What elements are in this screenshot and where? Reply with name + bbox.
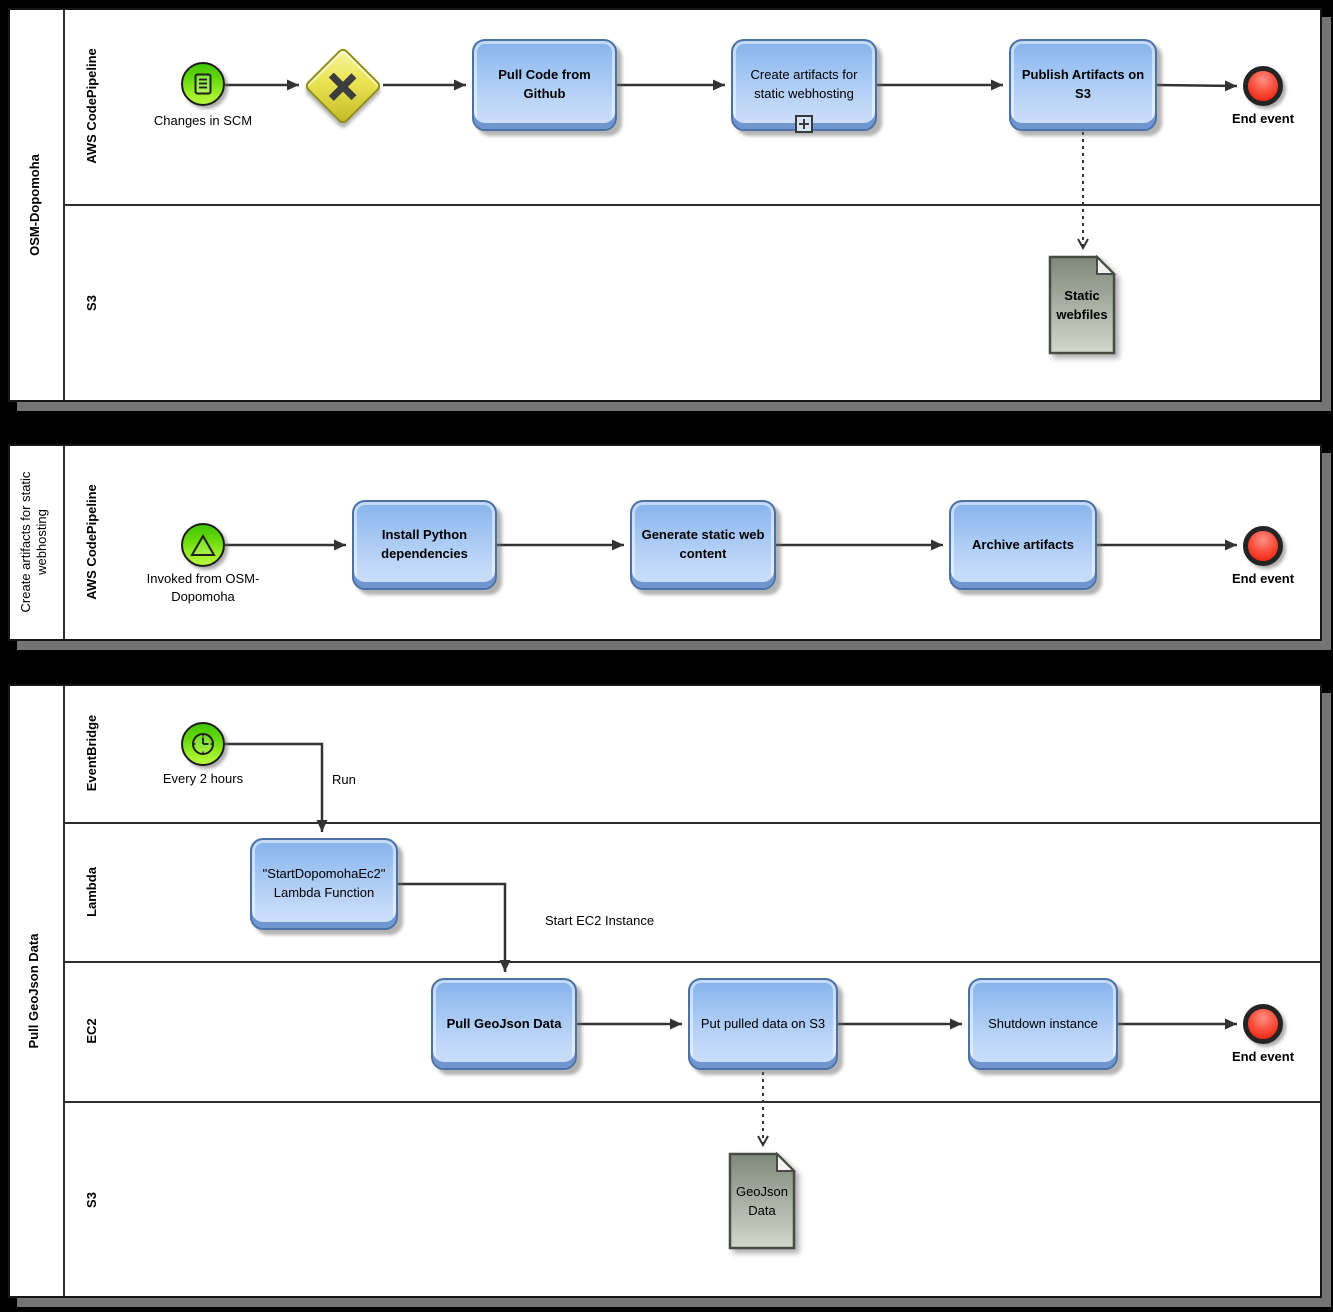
timer-event-label: Every 2 hours [162,771,244,786]
task-pull-code-from-github[interactable]: Pull Code from Github [472,39,617,131]
data-object-geojson-data[interactable]: GeoJson Data [728,1151,797,1250]
timer-clock-icon [192,733,214,755]
subprocess-plus-icon [795,115,813,133]
flow-label-start-ec2: Start EC2 Instance [545,913,655,928]
document-shape [728,1151,797,1250]
task-label: Publish Artifacts on S3 [1021,67,1145,101]
timer-start-event[interactable] [181,722,225,766]
document-icon [194,73,212,95]
task-put-data-on-s3[interactable]: Put pulled data on S3 [688,978,838,1070]
start-event-changes-in-scm[interactable] [181,62,225,106]
start-event-invoked[interactable] [181,523,225,567]
end-event-pool2[interactable] [1243,526,1283,566]
task-publish-artifacts-s3[interactable]: Publish Artifacts on S3 [1009,39,1157,131]
pool3-lane-divider-1 [65,822,1320,824]
data-object-static-webfiles[interactable]: Static webfiles [1048,254,1117,355]
task-label: Pull Code from Github [498,67,591,101]
task-label: Create artifacts for static webhosting [750,67,858,101]
task-label: "StartDopomohaEc2" Lambda Function [262,866,386,900]
data-object-label: GeoJson Data [735,1183,789,1219]
pool1-label-divider [63,10,65,400]
flow-label-run: Run [332,772,356,787]
data-object-label: Static webfiles [1056,287,1108,323]
pool3-lane-divider-2 [65,961,1320,963]
task-install-python-deps[interactable]: Install Python dependencies [352,500,497,590]
task-label: Install Python dependencies [381,527,468,561]
task-label: Archive artifacts [972,536,1074,552]
task-label: Shutdown instance [988,1015,1098,1031]
end-event-pool1[interactable] [1243,66,1283,106]
flow-publish-to-end [1156,80,1238,92]
flow-lambda-to-pullgeojson [398,882,511,972]
task-generate-static-content[interactable]: Generate static web content [630,500,776,590]
start-event-label: Invoked from OSM-Dopomoha [146,571,260,604]
flow-timer-to-lambda [225,742,328,832]
pool2-label-divider [63,446,65,639]
pool3-lane-divider-3 [65,1101,1320,1103]
subprocess-create-artifacts[interactable]: Create artifacts for static webhosting [731,39,877,133]
end-event-label: End event [1231,1049,1295,1064]
task-pull-geojson-data[interactable]: Pull GeoJson Data [431,978,577,1070]
task-label: Pull GeoJson Data [446,1015,562,1031]
task-label: Put pulled data on S3 [700,1015,826,1031]
task-label: Generate static web content [641,527,765,561]
end-event-label: End event [1231,571,1295,586]
signal-triangle-icon [190,534,216,556]
document-shape [1048,254,1117,355]
end-event-pool3[interactable] [1243,1004,1283,1044]
task-start-dopomoha-lambda[interactable]: "StartDopomohaEc2" Lambda Function [250,838,398,930]
task-shutdown-instance[interactable]: Shutdown instance [968,978,1118,1070]
start-event-label: Changes in SCM [153,113,253,128]
end-event-label: End event [1231,111,1295,126]
pool3-label-divider [63,686,65,1296]
pool1-lane-divider [65,204,1320,206]
task-archive-artifacts[interactable]: Archive artifacts [949,500,1097,590]
